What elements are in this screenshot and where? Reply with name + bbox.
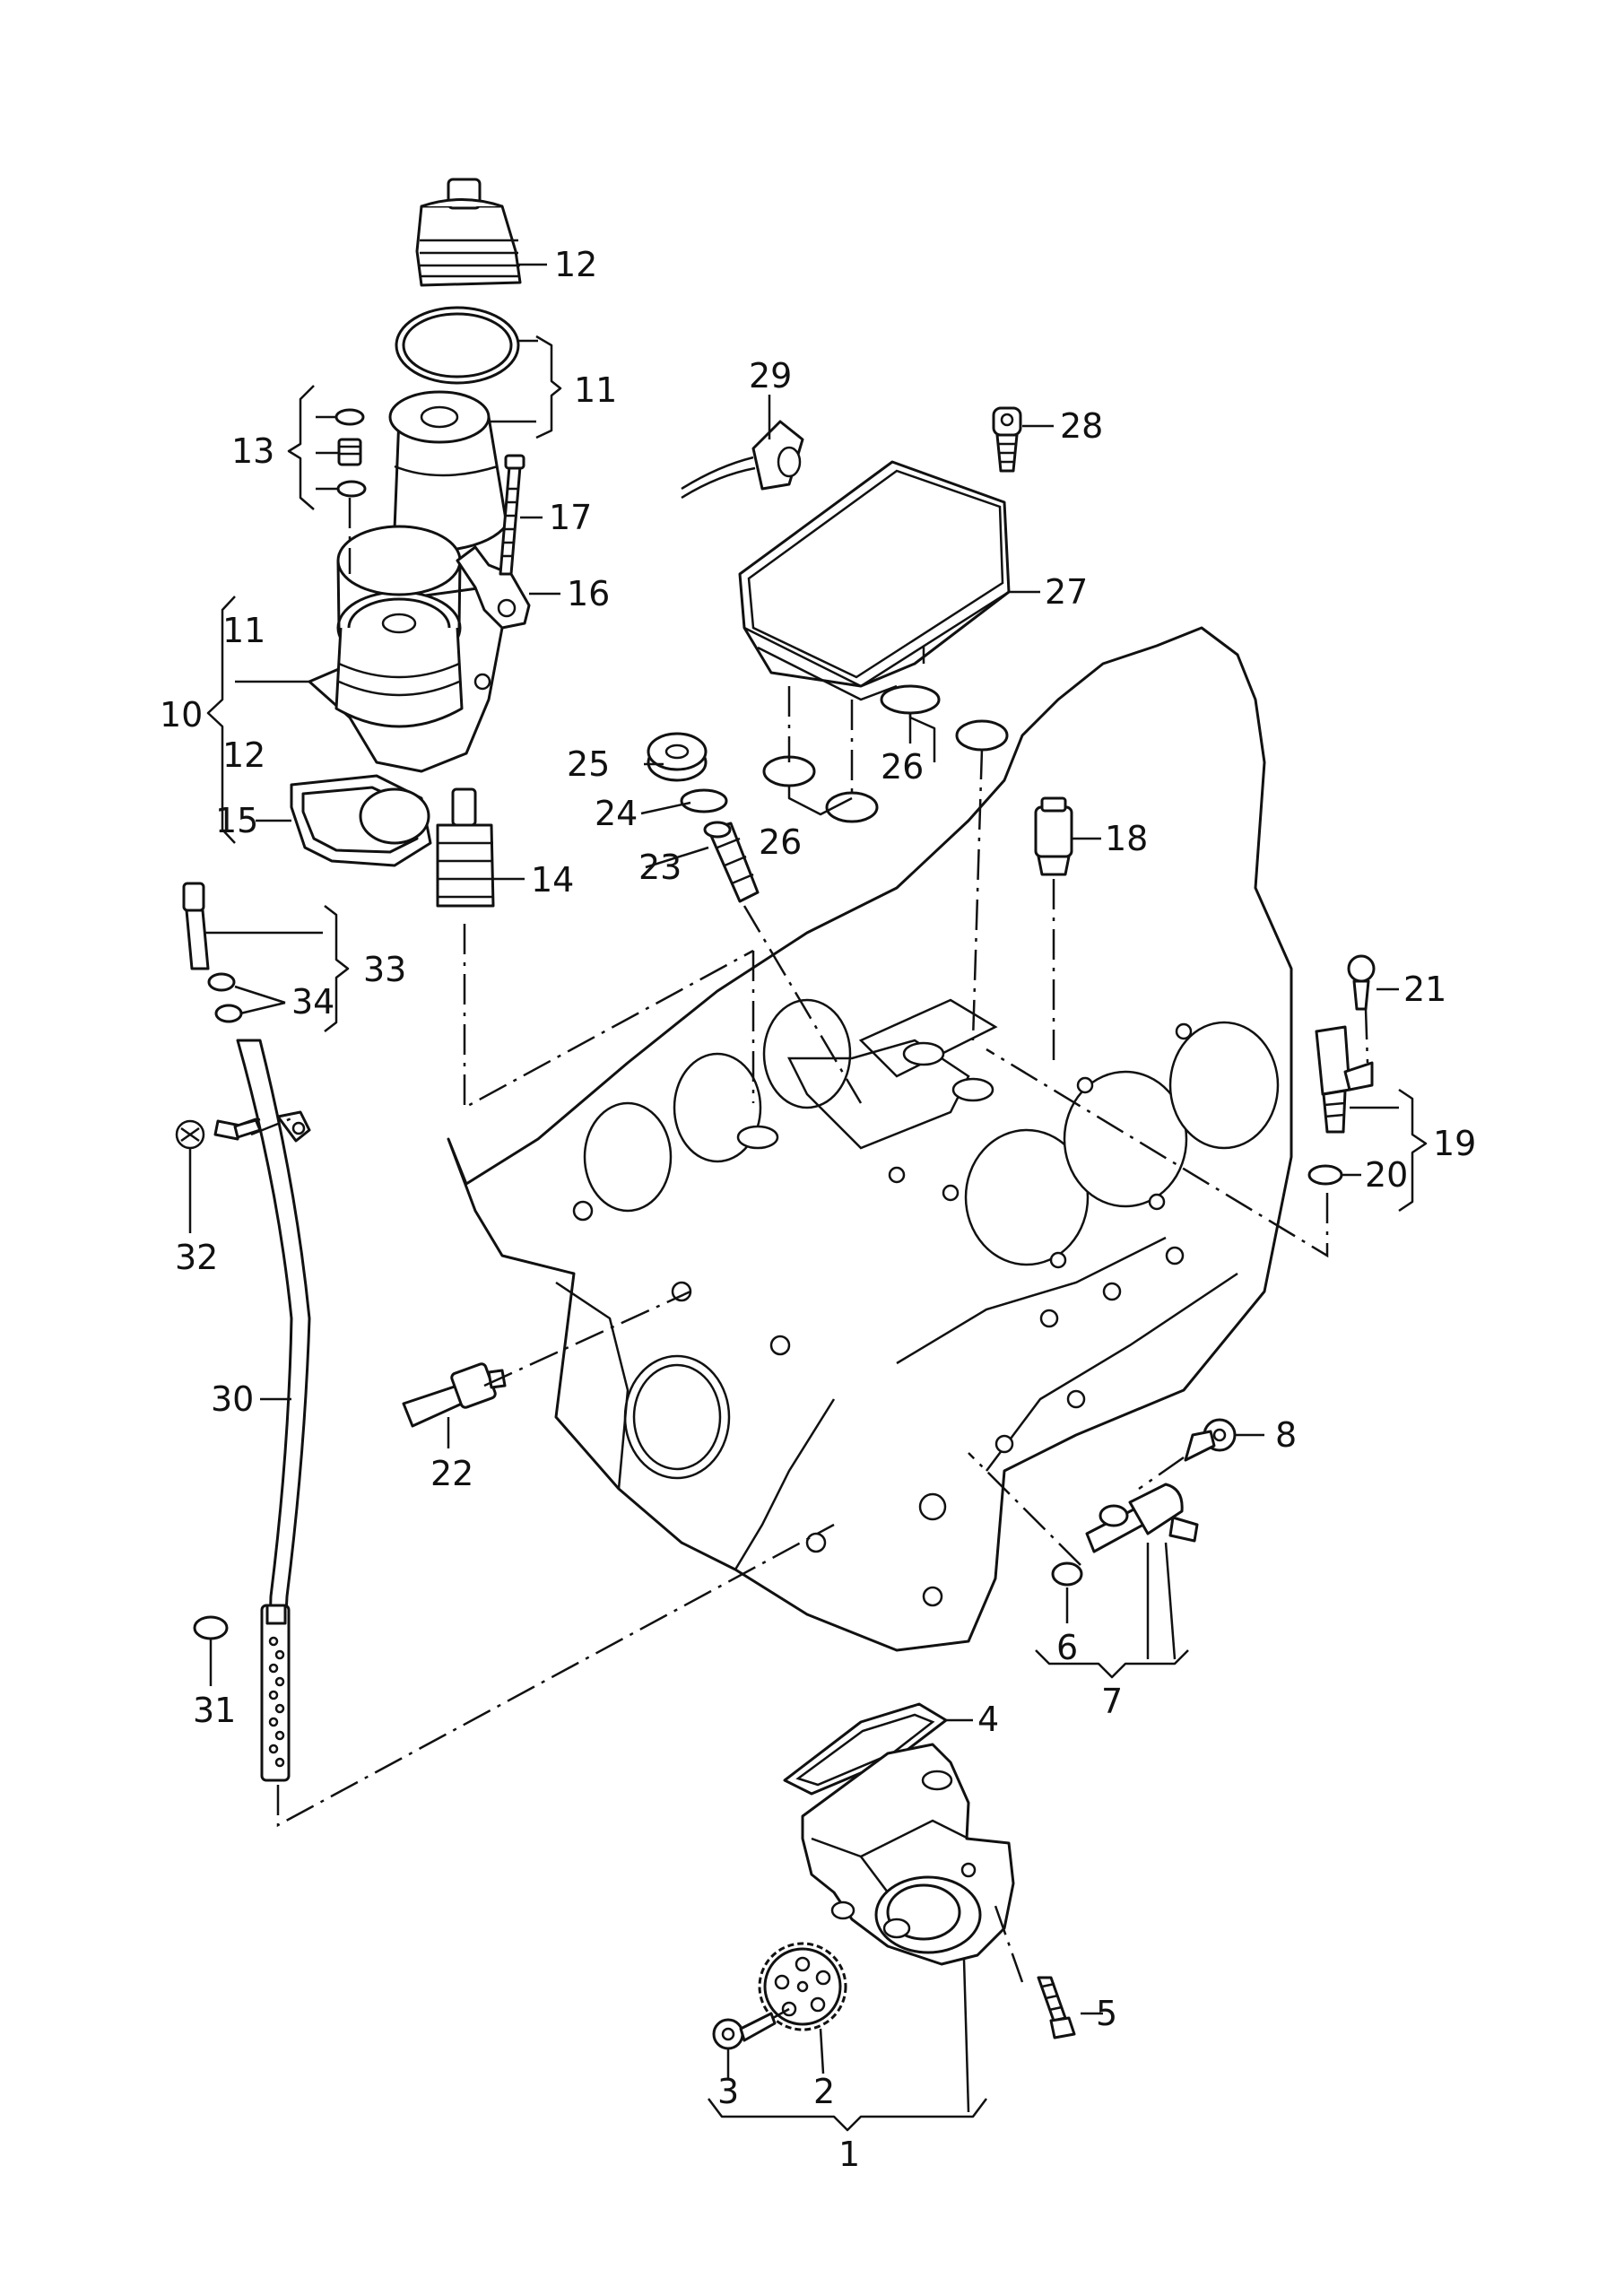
sensor-part-18 xyxy=(1034,796,1073,876)
label-25: 25 xyxy=(567,744,610,784)
label-18: 18 xyxy=(1105,819,1148,858)
label-28: 28 xyxy=(1060,406,1103,446)
label-12-bracket: 12 xyxy=(222,735,265,775)
oil-filter-cap-part-12 xyxy=(415,178,522,287)
valve-part-23 xyxy=(703,821,760,903)
dipstick-tube-part-30 xyxy=(236,1039,311,1782)
label-12-top: 12 xyxy=(554,245,597,284)
label-23: 23 xyxy=(638,848,682,887)
label-33: 33 xyxy=(363,950,406,989)
valve-kit-part-13 xyxy=(334,408,367,498)
oil-cooler-part-27 xyxy=(738,460,1011,752)
label-24: 24 xyxy=(595,794,638,833)
label-8: 8 xyxy=(1275,1415,1297,1455)
label-16: 16 xyxy=(567,574,610,613)
callout-labels: 12 11 13 17 16 11 10 12 15 14 33 34 32 3… xyxy=(160,245,1476,2174)
label-11-bracket: 11 xyxy=(222,611,265,650)
sensor-part-29 xyxy=(681,420,804,500)
label-27: 27 xyxy=(1045,572,1088,612)
oil-filter-element-part-11 xyxy=(388,306,520,551)
o-ring-part-26-b xyxy=(825,791,879,823)
label-30: 30 xyxy=(211,1379,254,1419)
oil-filter-housing-part-10 xyxy=(308,525,504,773)
assembly-reference-lines xyxy=(250,498,1369,2020)
label-5: 5 xyxy=(1096,1994,1117,2033)
sensor-part-22 xyxy=(402,1362,507,1428)
label-6: 6 xyxy=(1056,1628,1078,1667)
dipstick-tube-holes xyxy=(268,1636,285,1768)
label-32: 32 xyxy=(175,1238,218,1277)
valve-cap-part-25 xyxy=(647,732,708,782)
label-3: 3 xyxy=(717,2072,739,2111)
label-14: 14 xyxy=(531,860,574,900)
housing-gasket-part-15 xyxy=(290,774,432,867)
bolt-part-28 xyxy=(992,406,1022,473)
bolt-part-32 xyxy=(175,1118,262,1150)
dipstick-part-33 xyxy=(182,882,243,1023)
label-7: 7 xyxy=(1101,1682,1123,1721)
label-11-top: 11 xyxy=(574,370,617,410)
sprocket-part-2 xyxy=(758,1942,847,2031)
bolt-part-3 xyxy=(712,2012,777,2050)
fitting-part-7 xyxy=(1085,1483,1199,1553)
label-29: 29 xyxy=(749,356,792,396)
bolt-part-5 xyxy=(1037,1976,1076,2039)
label-1: 1 xyxy=(838,2135,860,2174)
label-10: 10 xyxy=(160,695,203,735)
label-34: 34 xyxy=(291,982,334,1022)
label-26-right: 26 xyxy=(881,747,924,787)
label-13: 13 xyxy=(231,431,274,471)
oil-pump-part-1 xyxy=(801,1743,1015,1966)
bolt-part-8 xyxy=(1184,1418,1237,1462)
label-4: 4 xyxy=(977,1700,999,1739)
sensor-part-19 xyxy=(1315,1025,1374,1134)
seal-ring-part-24 xyxy=(680,788,728,813)
bracket-part-16 xyxy=(456,545,531,630)
label-19: 19 xyxy=(1433,1124,1476,1163)
label-26-left: 26 xyxy=(759,822,802,862)
label-2: 2 xyxy=(813,2072,835,2111)
seal-ring-part-20 xyxy=(1307,1164,1343,1186)
valve-part-14 xyxy=(436,787,495,908)
label-21: 21 xyxy=(1403,970,1446,1009)
bolt-part-17 xyxy=(499,454,525,576)
label-20: 20 xyxy=(1365,1155,1408,1195)
label-15: 15 xyxy=(215,801,258,840)
label-22: 22 xyxy=(430,1454,473,1493)
sealing-ring-part-31 xyxy=(193,1615,229,1640)
label-17: 17 xyxy=(549,498,592,537)
leader-lines xyxy=(188,263,1428,2132)
label-31: 31 xyxy=(193,1691,236,1730)
sealing-ring-part-6 xyxy=(1051,1561,1083,1587)
bolt-part-21 xyxy=(1347,954,1376,1011)
engine-block xyxy=(447,626,1293,1652)
